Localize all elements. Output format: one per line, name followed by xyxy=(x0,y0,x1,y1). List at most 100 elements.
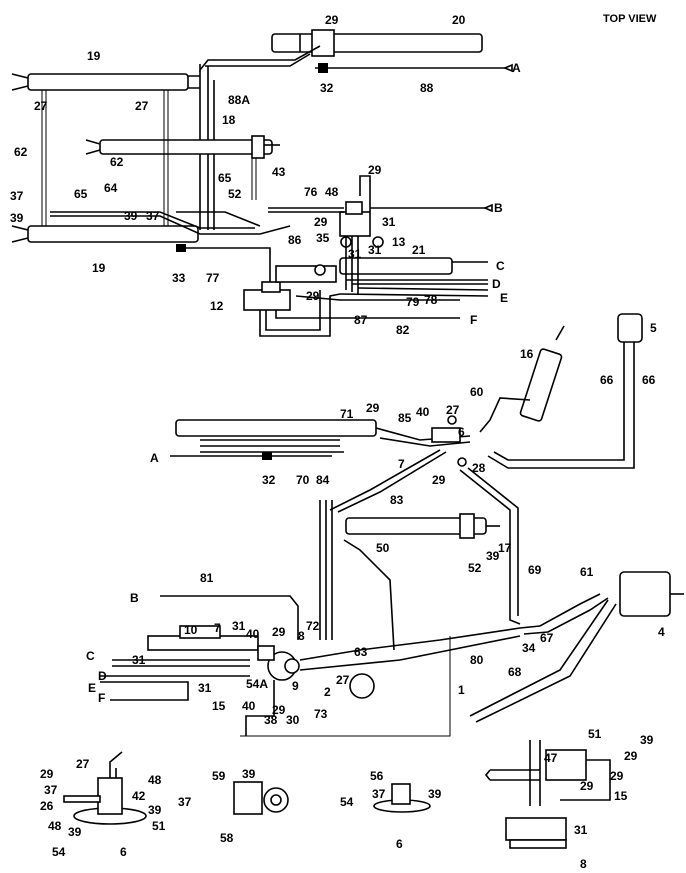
callout-label: 39 xyxy=(640,733,654,747)
callout-label: 39 xyxy=(428,787,442,801)
callout-label: 40 xyxy=(246,627,260,641)
callout-label: 31 xyxy=(232,619,246,633)
callout-label: 27 xyxy=(76,757,90,771)
top-assembly xyxy=(11,29,513,337)
line-88a-top xyxy=(205,53,311,67)
callout-label: 6 xyxy=(396,837,403,851)
callout-label: D xyxy=(98,669,107,683)
inset-right-pipes xyxy=(484,740,541,806)
fitting-28 xyxy=(457,457,467,467)
callout-label: 31 xyxy=(574,823,588,837)
callout-label: 79 xyxy=(406,295,420,309)
callout-label: 31 xyxy=(348,247,362,261)
callout-label: F xyxy=(98,691,105,705)
cylinder-middle xyxy=(99,139,273,155)
callout-label: 29 xyxy=(580,779,594,793)
cylinder-20-clamp xyxy=(311,29,335,57)
callout-label: 51 xyxy=(588,727,602,741)
block-86 xyxy=(275,265,337,283)
callout-label: 32 xyxy=(262,473,276,487)
inset-right-line xyxy=(560,759,611,801)
arrow-a xyxy=(502,63,513,73)
callout-label: 59 xyxy=(212,769,226,783)
callout-label: 42 xyxy=(132,789,146,803)
callout-label: 40 xyxy=(242,699,256,713)
diagram-title: TOP VIEW xyxy=(603,13,657,25)
cylinder-middle-end xyxy=(85,139,101,155)
callout-label: 64 xyxy=(104,181,118,195)
callout-label: 34 xyxy=(522,641,536,655)
inset-right-block xyxy=(505,817,567,841)
callout-label: 54 xyxy=(52,845,66,859)
callout-label: 39 xyxy=(148,803,162,817)
callout-label: 39 xyxy=(124,209,138,223)
callout-label: 29 xyxy=(325,13,339,27)
line-79 xyxy=(295,295,460,301)
callout-label: E xyxy=(500,291,508,305)
callout-label: 81 xyxy=(200,571,214,585)
inset-right-valve xyxy=(545,749,587,781)
callout-label: 66 xyxy=(600,373,614,387)
callout-label: 37 xyxy=(178,795,192,809)
callout-label: 29 xyxy=(432,473,446,487)
callout-label: 31 xyxy=(198,681,212,695)
line-73 xyxy=(245,680,275,736)
cylinder-19-lower-end xyxy=(11,225,29,243)
cylinder-middle-block xyxy=(251,135,265,159)
callout-label: 20 xyxy=(452,13,466,27)
callout-label: 54A xyxy=(246,677,268,691)
valve-13-top xyxy=(345,201,363,215)
cylinder-17-end xyxy=(459,513,475,539)
line-61 xyxy=(519,593,609,635)
callout-label: 33 xyxy=(172,271,186,285)
inset-56-body xyxy=(391,783,411,805)
valve-12 xyxy=(243,289,291,311)
callout-label: 58 xyxy=(220,831,234,845)
line-65b xyxy=(176,211,261,227)
callout-label: 37 xyxy=(146,209,160,223)
callout-label: 84 xyxy=(316,473,330,487)
callout-label: 43 xyxy=(272,165,286,179)
inset-59-body xyxy=(233,781,263,815)
callout-label: B xyxy=(494,201,503,215)
cylinder-20 xyxy=(271,33,483,53)
callout-label: 67 xyxy=(540,631,554,645)
callout-label: 80 xyxy=(470,653,484,667)
callout-label: 54 xyxy=(340,795,354,809)
line-83 xyxy=(329,449,447,513)
lines-vertical-mid xyxy=(319,500,333,640)
callout-label: 37 xyxy=(10,189,24,203)
inset-left-fitting xyxy=(63,795,101,803)
callout-label: 63 xyxy=(354,645,368,659)
callout-label: 6 xyxy=(120,845,127,859)
callout-label: 16 xyxy=(520,347,534,361)
arrow-b xyxy=(482,203,493,213)
callout-label: 29 xyxy=(624,749,638,763)
line-80 xyxy=(399,635,521,661)
part-5 xyxy=(617,313,643,343)
cylinder-16-rod xyxy=(555,325,565,341)
rod-62-left xyxy=(41,90,47,226)
lines-cde xyxy=(339,261,489,297)
valve-13 xyxy=(339,211,371,237)
callout-label: 65 xyxy=(218,171,232,185)
callout-label: 29 xyxy=(610,769,624,783)
callout-label: 48 xyxy=(325,185,339,199)
callout-label: 18 xyxy=(222,113,236,127)
callout-label: 70 xyxy=(296,473,310,487)
part-2 xyxy=(349,673,375,699)
callout-label: 10 xyxy=(184,623,198,637)
rod-43 xyxy=(251,158,257,200)
callout-label: 21 xyxy=(412,243,426,257)
callout-label: 86 xyxy=(288,233,302,247)
callout-label: 47 xyxy=(544,751,558,765)
line-68 xyxy=(469,599,617,723)
callout-label: 73 xyxy=(314,707,328,721)
callout-label: 65 xyxy=(74,187,88,201)
callout-label: 52 xyxy=(228,187,242,201)
callout-label: 12 xyxy=(210,299,224,313)
callout-label: 30 xyxy=(286,713,300,727)
callout-label: 88 xyxy=(420,81,434,95)
fitting-32b xyxy=(262,452,272,460)
